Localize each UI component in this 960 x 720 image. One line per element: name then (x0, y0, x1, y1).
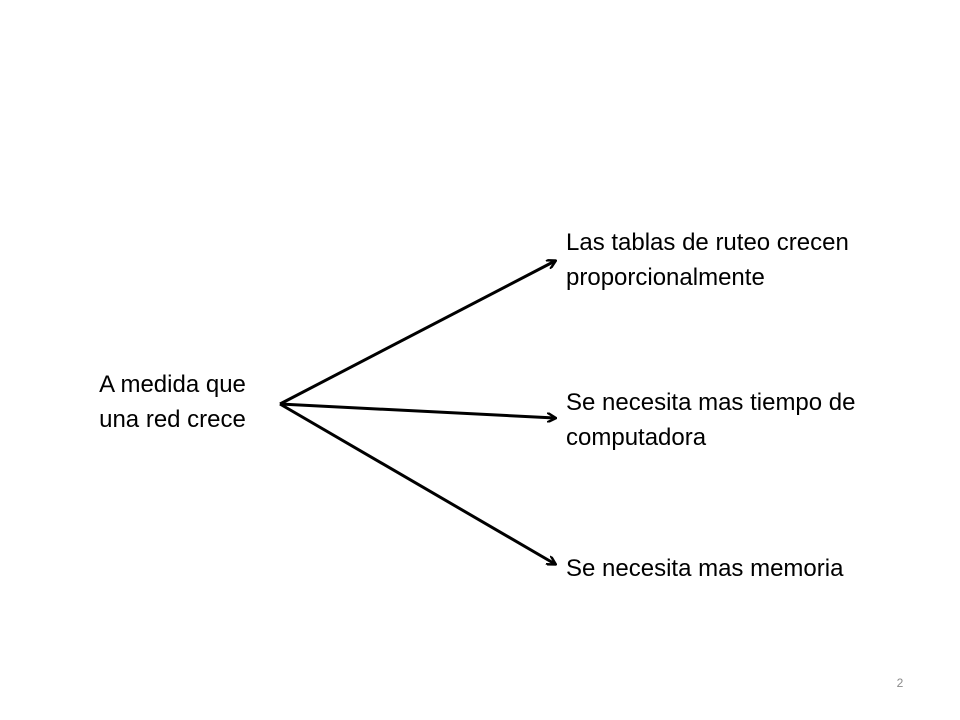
arrow-to-target-3 (279, 402, 555, 564)
arrow-to-target-1 (279, 261, 555, 406)
target-1-line-2: proporcionalmente (566, 264, 765, 291)
target-2-line-1: Se necesita mas tiempo de (566, 389, 856, 416)
target-1-line-1: Las tablas de ruteo crecen (566, 229, 849, 256)
source-line-1: A medida que (99, 371, 246, 398)
page-number: 2 (896, 676, 904, 690)
arrow-to-target-2 (279, 402, 555, 418)
target-node-memory: Se necesita mas memoria (566, 551, 843, 586)
source-node: A medida que una red crece (70, 367, 275, 437)
target-node-routing-tables: Las tablas de ruteo crecen proporcionalm… (566, 225, 849, 295)
source-line-2: una red crece (99, 406, 246, 433)
target-2-line-2: computadora (566, 424, 707, 451)
target-3-line-1: Se necesita mas memoria (566, 555, 844, 582)
target-node-computer-time: Se necesita mas tiempo de computadora (566, 385, 856, 455)
